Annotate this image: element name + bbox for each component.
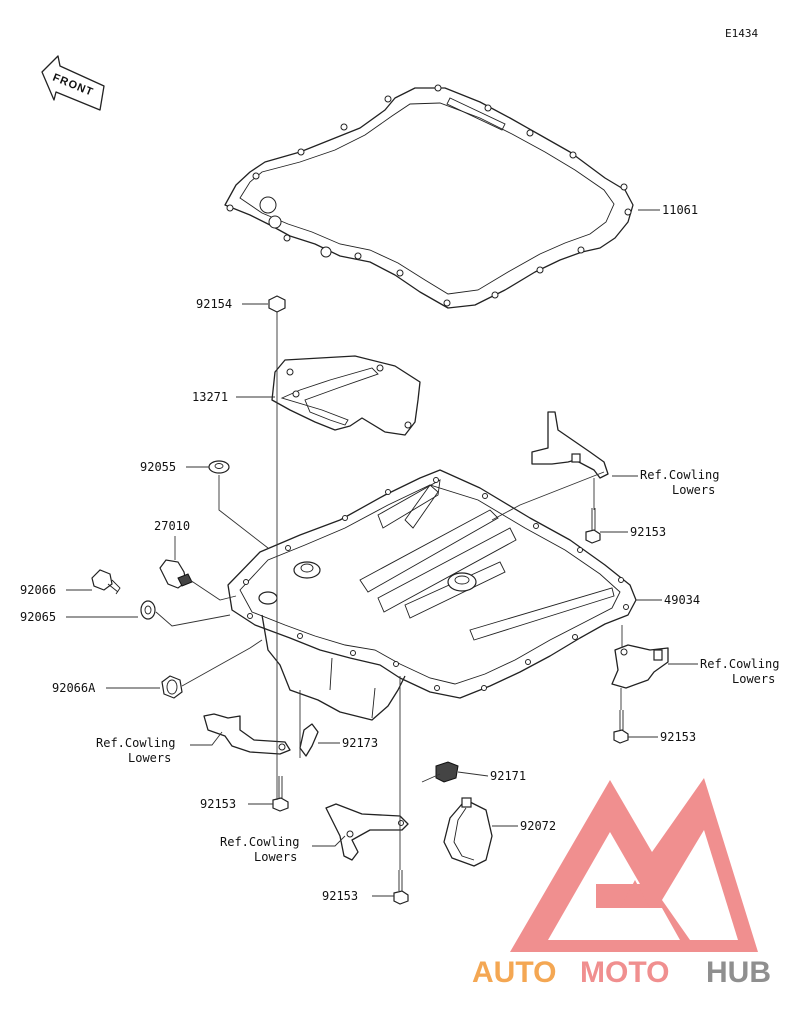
label-92171: 92171 (490, 769, 526, 783)
oil-pan (227, 469, 637, 721)
bolt-92154 (268, 295, 286, 320)
logo-word-hub: HUB (706, 956, 771, 989)
clamp-92173 (299, 723, 319, 757)
front-arrow-icon: FRONT (41, 55, 105, 111)
label-92153-c: 92153 (200, 797, 236, 811)
washer-92055 (208, 460, 230, 474)
bolt-92153-d (393, 870, 409, 905)
label-92055: 92055 (140, 460, 176, 474)
logo-word-auto: AUTO (472, 956, 556, 989)
leader-lines (66, 209, 698, 897)
drain-plug-92066 (91, 569, 121, 595)
part-labels: 11061 92154 13271 92055 27010 92066 9206… (20, 203, 779, 903)
label-92153-b: 92153 (660, 730, 696, 744)
cowling-bracket-2 (611, 644, 669, 689)
label-ref-cowling-1a: Ref.Cowling (640, 468, 719, 482)
label-92072: 92072 (520, 819, 556, 833)
diagram-code: E1434 (725, 27, 758, 40)
label-13271: 13271 (192, 390, 228, 404)
label-92065: 92065 (20, 610, 56, 624)
label-92154: 92154 (196, 297, 232, 311)
label-ref-cowling-4b: Lowers (254, 850, 297, 864)
label-11061: 11061 (662, 203, 698, 217)
cowling-bracket-1 (531, 411, 609, 479)
clamp-92171 (435, 761, 459, 783)
label-92173: 92173 (342, 736, 378, 750)
washer-92065 (140, 600, 156, 620)
front-label: FRONT (51, 72, 95, 99)
label-ref-cowling-3a: Ref.Cowling (96, 736, 175, 750)
logo-word-moto: MOTO (580, 956, 669, 989)
bolt-92153-c (272, 776, 289, 812)
label-ref-cowling-2b: Lowers (732, 672, 775, 686)
oil-pan-gasket (224, 84, 634, 309)
cowling-bracket-4 (325, 803, 409, 861)
label-49034: 49034 (664, 593, 700, 607)
label-ref-cowling-4a: Ref.Cowling (220, 835, 299, 849)
plug-92066A (161, 675, 183, 699)
label-ref-cowling-1b: Lowers (672, 483, 715, 497)
oil-pressure-switch (159, 559, 193, 589)
cowling-bracket-3 (203, 713, 291, 755)
label-92066A: 92066A (52, 681, 96, 695)
label-92153-a: 92153 (630, 525, 666, 539)
band-92072 (443, 797, 493, 867)
label-92066: 92066 (20, 583, 56, 597)
label-92153-d: 92153 (322, 889, 358, 903)
automotohub-logo: AUTO MOTO HUB (472, 778, 771, 989)
baffle-plate (271, 355, 421, 436)
label-ref-cowling-2a: Ref.Cowling (700, 657, 779, 671)
label-ref-cowling-3b: Lowers (128, 751, 171, 765)
bolt-92153-b (613, 710, 629, 744)
label-27010: 27010 (154, 519, 190, 533)
bolt-92153-a (585, 508, 601, 544)
